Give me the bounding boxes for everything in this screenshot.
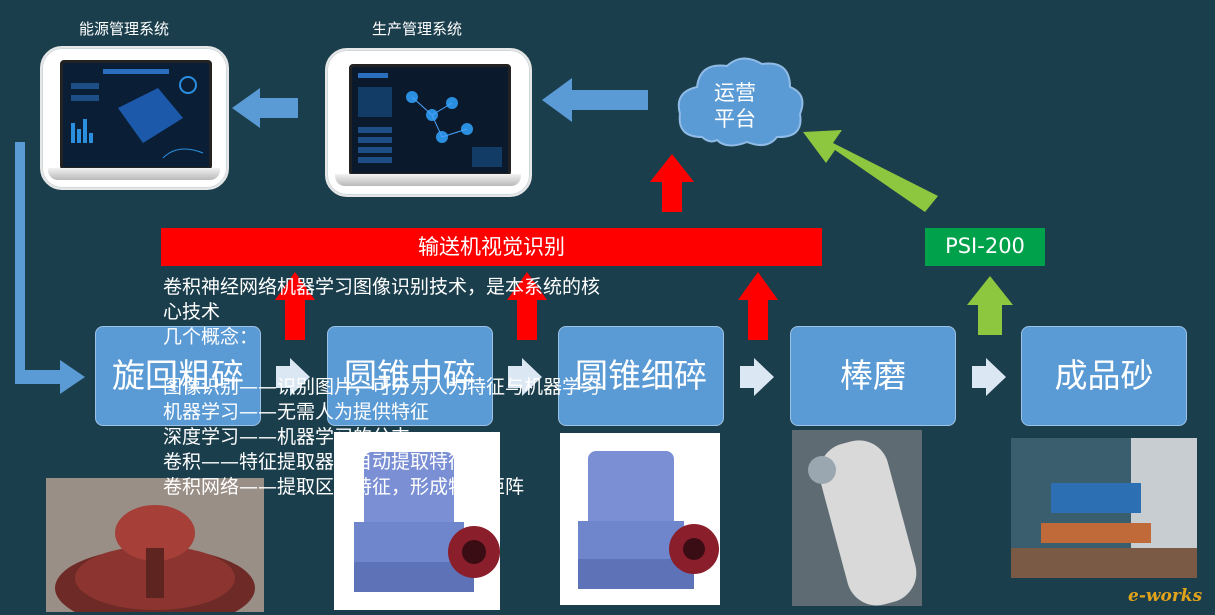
arrow-icon	[967, 276, 1013, 335]
arrow-icon	[972, 358, 1006, 396]
cone-crusher-photo-1	[334, 432, 500, 610]
arrow-icon	[507, 272, 547, 340]
gyratory-crusher-photo	[46, 478, 264, 612]
stage-finished-sand: 成品砂	[1021, 326, 1187, 426]
energy-dashboard-graphic	[63, 63, 209, 167]
cone-crusher-photo-2	[560, 433, 720, 605]
arrow-icon	[275, 272, 315, 340]
cloud-icon	[677, 57, 804, 147]
finished-sand-equipment-photo	[1011, 438, 1197, 578]
arrow-icon	[803, 130, 938, 212]
overlay-line-2: 心技术	[163, 301, 221, 323]
eworks-watermark: e-works	[1128, 586, 1203, 606]
production-laptop-base	[335, 174, 521, 186]
cloud-line-2: 平台	[714, 107, 756, 131]
arrow-icon	[740, 358, 774, 396]
overlay-line-4: 图像识别——识别图片，可分为人为特征与机器学习	[163, 376, 601, 398]
overlay-line-1: 卷积神经网络机器学习图像识别技术，是本系统的核	[163, 276, 601, 298]
stage-gyratory-crushing: 旋回粗碎	[95, 326, 261, 426]
stage-cone-fine-crushing: 圆锥细碎	[558, 326, 724, 426]
arrow-icon	[650, 154, 694, 212]
arrow-icon	[15, 142, 85, 394]
overlay-line-6: 深度学习——机器学习的分支	[163, 426, 411, 448]
arrow-icon	[276, 358, 310, 396]
energy-laptop-base	[48, 168, 220, 180]
overlay-line-8: 卷积网络——提取区域特征，形成特征矩阵	[163, 476, 525, 498]
cnn-description-text: 卷积神经网络机器学习图像识别技术，是本系统的核 心技术 几个概念： 图像识别——…	[163, 275, 600, 500]
energy-laptop-icon	[40, 46, 229, 190]
production-dashboard-graphic	[352, 67, 508, 173]
cloud-platform-label: 运营 平台	[702, 80, 768, 132]
stage-cone-medium-crushing: 圆锥中碎	[327, 326, 493, 426]
overlay-line-3: 几个概念：	[163, 326, 259, 348]
production-laptop-icon	[325, 48, 532, 197]
overlay-line-7: 卷积——特征提取器，自动提取特征	[163, 451, 468, 473]
production-system-label: 生产管理系统	[372, 20, 463, 38]
arrow-icon	[738, 272, 778, 340]
overlay-line-5: 机器学习——无需人为提供特征	[163, 401, 430, 423]
arrow-icon	[508, 358, 542, 396]
energy-dashboard-screen	[60, 60, 212, 170]
arrow-icon	[542, 78, 648, 122]
conveyor-vision-bar: 输送机视觉识别	[161, 228, 822, 266]
stage-rod-mill: 棒磨	[790, 326, 956, 426]
energy-system-label: 能源管理系统	[79, 20, 170, 38]
production-dashboard-screen	[349, 64, 511, 176]
arrow-icon	[232, 88, 298, 128]
psi-200-box: PSI-200	[925, 228, 1045, 266]
rod-mill-photo	[792, 430, 922, 606]
cloud-line-1: 运营	[714, 81, 756, 105]
